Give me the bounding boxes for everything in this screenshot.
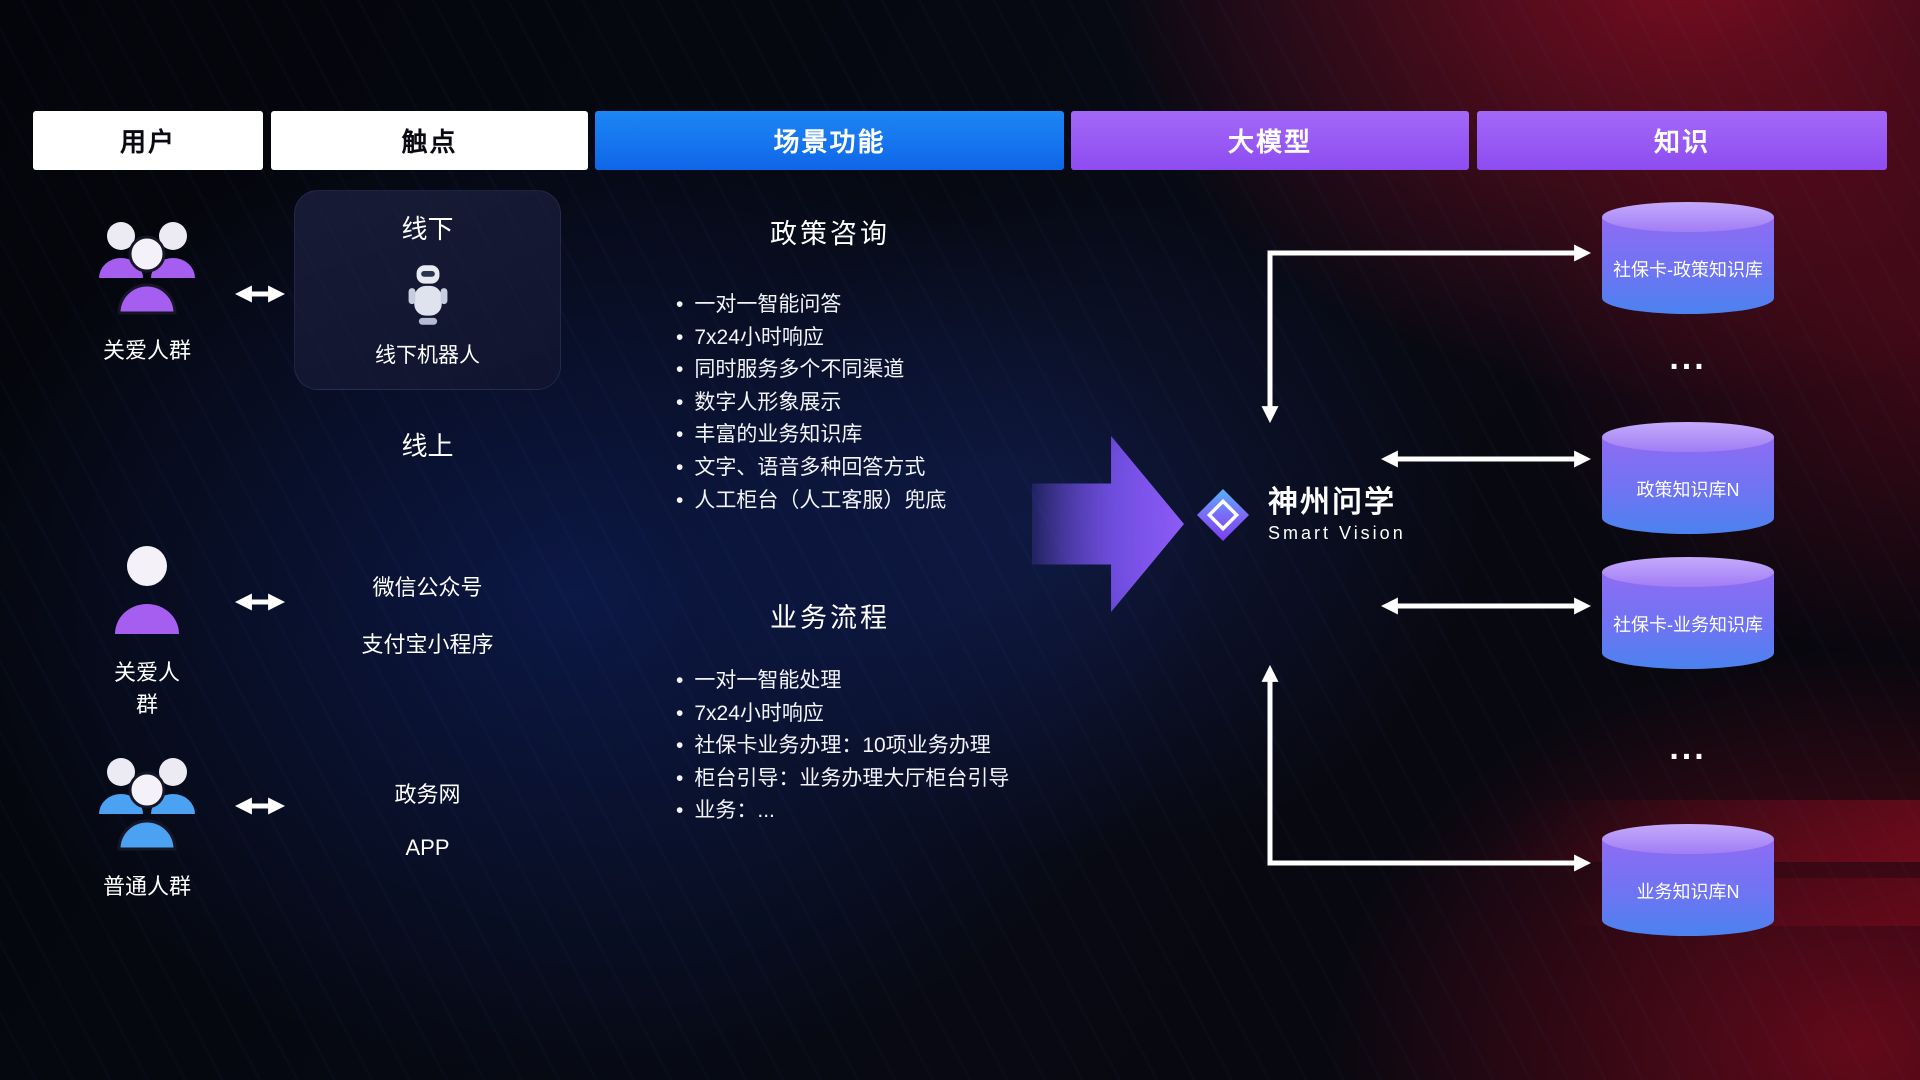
header-pill-scenario: 场景功能 (595, 111, 1064, 170)
user-group-care-1: 关爱人群 (87, 212, 207, 365)
online-title: 线上 (401, 431, 454, 461)
bullet-text: 7x24小时响应 (694, 325, 824, 349)
bullet-text: 丰富的业务知识库 (694, 423, 863, 447)
user-person-care-2: 关爱人群 (107, 542, 187, 719)
model-db4-arrow (1261, 664, 1592, 872)
bullet-text: 一对一智能问答 (694, 293, 842, 316)
bullet-text: 社保卡业务办理：10项业务办理 (694, 734, 991, 758)
db-label: 社保卡-业务知识库 (1613, 614, 1763, 635)
offline-robot-label: 线下机器人 (375, 344, 480, 367)
bullet-text: 数字人形象展示 (694, 390, 842, 414)
diamond-logo-icon (1196, 488, 1250, 542)
bullet-text: 柜台引导：业务办理大厅柜台引导 (694, 766, 1010, 790)
database-cylinder-top (1602, 422, 1774, 452)
header-pill-knowledge: 知识 (1477, 111, 1887, 170)
db-label: 业务知识库N (1636, 881, 1740, 902)
header-label: 用户 (119, 127, 176, 157)
header-pill-users: 用户 (33, 111, 263, 170)
header-label: 知识 (1653, 127, 1710, 157)
policy-bullet-list: 一对一智能问答 7x24小时响应 同时服务多个不同渠道 数字人形象展示 丰富的业… (676, 289, 946, 517)
scenario-title-business: 业务流程 (770, 603, 890, 633)
group-people-icon (99, 222, 195, 315)
person-icon (115, 546, 179, 634)
knowledge-db-policy-n: 政策知识库N (1602, 422, 1774, 534)
db-label: 社保卡-政策知识库 (1613, 259, 1763, 280)
bullet-text: 业务：... (694, 799, 775, 823)
bullet-item: 同时服务多个不同渠道 (676, 354, 946, 387)
header-pill-touchpoints: 触点 (271, 111, 588, 170)
bullet-item: 社保卡业务办理：10项业务办理 (676, 730, 1009, 763)
smart-vision-logo: 神州问学 Smart Vision (1192, 484, 1406, 546)
database-cylinder-top (1602, 202, 1774, 232)
bullet-item: 人工柜台（人工客服）兜底 (676, 485, 946, 518)
database-cylinder-top (1602, 824, 1774, 854)
bullet-text: 一对一智能处理 (694, 669, 842, 692)
database-cylinder-body: 社保卡-政策知识库 (1602, 217, 1774, 314)
knowledge-db-business-n: 业务知识库N (1602, 824, 1774, 936)
ellipsis: ... (1669, 339, 1707, 377)
bullet-item: 一对一智能处理 (676, 665, 1009, 698)
flow-arrow-right (1032, 436, 1184, 612)
header-label: 大模型 (1227, 127, 1312, 157)
offline-touchpoint-card: 线下 线下机器人 (294, 190, 561, 390)
knowledge-db-policy-shebao: 社保卡-政策知识库 (1602, 202, 1774, 314)
channel-app: APP (405, 835, 450, 860)
database-cylinder-body: 政策知识库N (1602, 437, 1774, 534)
database-cylinder-body: 社保卡-业务知识库 (1602, 572, 1774, 669)
db-label: 政策知识库N (1636, 479, 1740, 500)
robot-icon (408, 265, 447, 325)
bullet-text: 人工柜台（人工客服）兜底 (694, 488, 947, 512)
user-label: 关爱人群 (102, 338, 191, 363)
offline-title: 线下 (401, 214, 454, 244)
bullet-item: 柜台引导：业务办理大厅柜台引导 (676, 763, 1009, 796)
header-label: 触点 (401, 127, 458, 157)
bullet-item: 业务：... (676, 795, 1009, 828)
group-people-icon (99, 758, 195, 851)
logo-name: 神州问学 (1268, 486, 1396, 519)
logo-text: 神州问学 Smart Vision (1268, 486, 1406, 544)
scenario-title-policy: 政策咨询 (770, 219, 890, 249)
knowledge-db-business-shebao: 社保卡-业务知识库 (1602, 557, 1774, 669)
bullet-item: 数字人形象展示 (676, 387, 946, 420)
header-label: 场景功能 (773, 127, 886, 157)
database-cylinder-top (1602, 557, 1774, 587)
model-db1-arrow (1261, 244, 1592, 424)
bullet-text: 同时服务多个不同渠道 (694, 358, 905, 382)
channel-gov-web: 政务网 (394, 782, 461, 807)
channel-wechat: 微信公众号 (372, 575, 483, 600)
database-cylinder-body: 业务知识库N (1602, 839, 1774, 936)
bullet-item: 文字、语音多种回答方式 (676, 452, 946, 485)
logo-subtitle: Smart Vision (1268, 523, 1406, 543)
ellipsis: ... (1669, 729, 1707, 767)
bullet-item: 7x24小时响应 (676, 698, 1009, 731)
bullet-item: 丰富的业务知识库 (676, 419, 946, 452)
bullet-item: 7x24小时响应 (676, 322, 946, 355)
user-label: 关爱人群 (113, 660, 180, 717)
user-label: 普通人群 (102, 874, 191, 899)
user-group-ordinary: 普通人群 (87, 748, 207, 901)
header-pill-model: 大模型 (1071, 111, 1469, 170)
business-bullet-list: 一对一智能处理 7x24小时响应 社保卡业务办理：10项业务办理 柜台引导：业务… (676, 665, 1009, 828)
bullet-text: 文字、语音多种回答方式 (694, 455, 926, 479)
bullet-item: 一对一智能问答 (676, 289, 946, 322)
channel-alipay: 支付宝小程序 (361, 632, 494, 657)
bullet-text: 7x24小时响应 (694, 701, 824, 725)
